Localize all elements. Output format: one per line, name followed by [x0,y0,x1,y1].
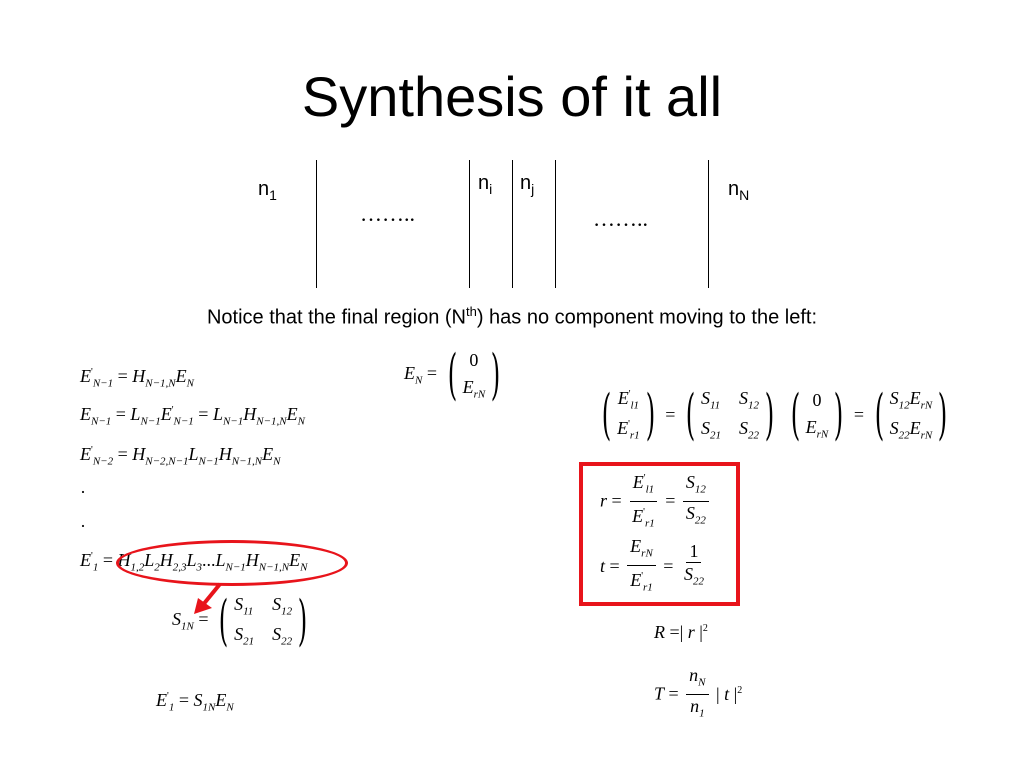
continuation-dot-2: · [80,516,86,536]
slide-title: Synthesis of it all [301,65,723,128]
interface-line-4 [555,160,556,288]
layer-label-nj: nj [520,172,535,197]
notice-text: Notice that the final region (Nth) has n… [206,304,818,329]
equation-e1-s1n-en: E'1 = S1NEN [156,690,234,714]
highlight-box [579,462,740,606]
layer-label-n1: n1 [258,178,277,203]
layer-dots-right: …….. [593,206,648,231]
equation-e-n-minus-1: EN−1 = LN−1E'N−1 = LN−1HN−1,NEN [80,404,305,428]
continuation-dot-1: · [80,482,86,502]
red-arrow-icon [194,582,222,614]
interface-line-5 [708,160,709,288]
layer-label-nN: nN [728,178,750,203]
equation-R-reflectance: R =| r |2 [654,622,708,642]
equation-e-prime-n-minus-1: E'N−1 = HN−1,NEN [80,366,194,390]
highlight-ellipse [116,540,348,586]
layer-label-ni: ni [478,172,493,197]
interface-line-2 [469,160,470,288]
interface-line-1 [316,160,317,288]
equation-e-prime-n-minus-2: E'N−2 = HN−2,N−1LN−1HN−1,NEN [80,444,281,468]
interface-line-3 [512,160,513,288]
layer-dots-left: …….. [360,201,415,226]
